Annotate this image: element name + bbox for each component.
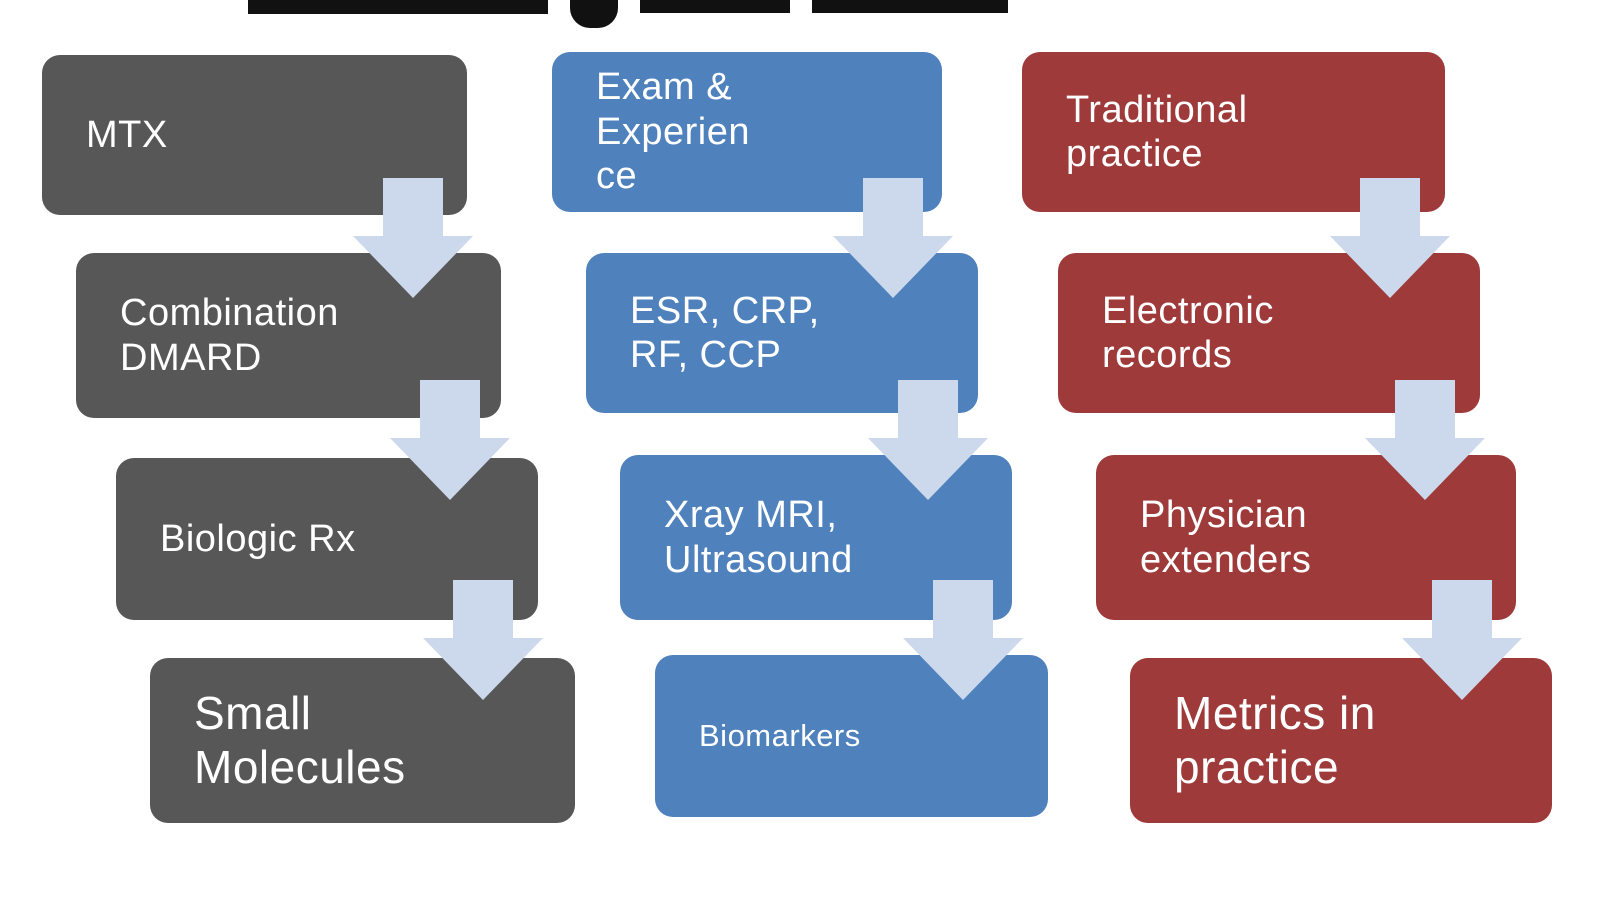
down-arrow-icon	[833, 178, 953, 298]
down-arrow-icon	[353, 178, 473, 298]
step-box-mtx: MTX	[42, 55, 467, 215]
down-arrow-icon	[1365, 380, 1485, 500]
down-arrow-icon	[423, 580, 543, 700]
step-label: Traditional practice	[1066, 88, 1248, 175]
cropped-title-fragment	[248, 0, 548, 14]
down-arrow-icon	[1402, 580, 1522, 700]
step-label: Electronic records	[1102, 289, 1274, 376]
step-label: Exam & Experien ce	[596, 66, 750, 198]
step-label: Physician extenders	[1140, 494, 1312, 581]
down-arrow-icon	[1330, 178, 1450, 298]
cropped-title-fragment	[812, 0, 1008, 13]
step-label: ESR, CRP, RF, CCP	[630, 289, 820, 376]
down-arrow-icon	[903, 580, 1023, 700]
step-label: Metrics in practice	[1174, 686, 1376, 793]
step-label: Xray MRI, Ultrasound	[664, 494, 853, 581]
step-label: Biomarkers	[699, 717, 861, 753]
cropped-title-fragment	[570, 0, 618, 28]
step-label: Small Molecules	[194, 686, 406, 793]
step-box-exam-experience: Exam & Experien ce	[552, 52, 942, 212]
step-label: MTX	[86, 113, 168, 156]
down-arrow-icon	[868, 380, 988, 500]
step-label: Combination DMARD	[120, 292, 339, 379]
down-arrow-icon	[390, 380, 510, 500]
step-label: Biologic Rx	[160, 517, 356, 560]
cropped-title-fragment	[640, 0, 790, 13]
